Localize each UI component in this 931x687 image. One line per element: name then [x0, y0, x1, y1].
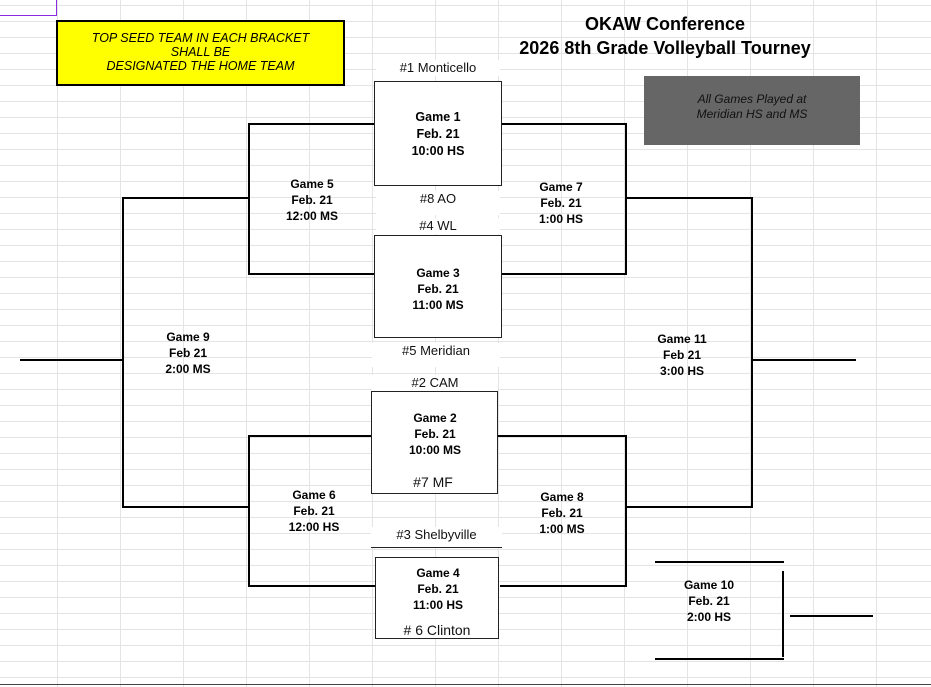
bracket-line	[790, 615, 873, 617]
bracket-line	[655, 561, 784, 563]
seed-meridian: #5 Meridian	[372, 343, 500, 367]
game-date: Feb. 21	[417, 282, 459, 296]
bracket-line	[122, 197, 124, 508]
home-team-notice: TOP SEED TEAM IN EACH BRACKET SHALL BE D…	[56, 20, 345, 86]
game-date: Feb 21	[662, 348, 701, 362]
bracket-line	[751, 359, 856, 361]
game-6-label: Game 6 Feb. 21 12:00 HS	[264, 487, 364, 535]
bracket-line	[248, 585, 375, 587]
bracket-line	[122, 197, 249, 199]
seed-mf: #7 MF	[373, 474, 493, 490]
bracket-line	[625, 197, 753, 199]
bracket-line	[248, 123, 250, 275]
notice-line-1: TOP SEED TEAM IN EACH BRACKET	[91, 31, 310, 45]
game-4-label: Game 4 Feb. 21 11:00 HS	[380, 565, 496, 613]
game-10-label: Game 10 Feb. 21 2:00 HS	[659, 577, 759, 625]
bracket-line	[248, 435, 373, 437]
title-line-1: OKAW Conference	[584, 14, 746, 34]
seed-wl: #4 WL	[376, 218, 500, 234]
bracket-line	[248, 123, 375, 125]
bracket-line	[500, 123, 627, 125]
game-name: Game 4	[416, 566, 460, 580]
bracket-line	[782, 571, 784, 657]
game-5-label: Game 5 Feb. 21 12:00 MS	[262, 176, 362, 224]
game-time: 10:00 HS	[411, 144, 465, 158]
game-name: Game 7	[539, 180, 583, 194]
tournament-title: OKAW Conference 2026 8th Grade Volleybal…	[505, 12, 825, 60]
seed-shelbyville: #3 Shelbyville	[371, 527, 502, 548]
game-time: 10:00 MS	[408, 443, 462, 457]
seed-clinton: # 6 Clinton	[403, 622, 471, 638]
notice-line-3: DESIGNATED THE HOME TEAM	[106, 59, 295, 73]
game-date: Feb. 21	[540, 196, 582, 210]
game-name: Game 1	[415, 110, 461, 124]
venue-line-2: Meridian HS and MS	[696, 107, 808, 121]
bracket-line	[248, 435, 250, 587]
bracket-line	[625, 435, 627, 587]
game-date: Feb. 21	[541, 506, 583, 520]
game-time: 1:00 MS	[539, 522, 585, 536]
game-2-label: Game 2 Feb. 21 10:00 MS	[377, 410, 493, 458]
game-name: Game 5	[290, 177, 334, 191]
bracket-line	[500, 273, 627, 275]
game-3-label: Game 3 Feb. 21 11:00 MS	[380, 265, 496, 313]
game-name: Game 6	[292, 488, 336, 502]
game-time: 11:00 HS	[412, 598, 464, 612]
bracket-line	[20, 359, 124, 361]
bracket-line	[248, 273, 375, 275]
sheet-bottom-border	[0, 684, 931, 685]
game-name: Game 2	[413, 411, 457, 425]
game-name: Game 8	[540, 490, 584, 504]
bracket-line	[500, 585, 627, 587]
notice-line-2: SHALL BE	[170, 45, 231, 59]
game-date: Feb. 21	[293, 504, 335, 518]
game-name: Game 11	[657, 332, 707, 346]
seed-ao: #8 AO	[376, 191, 500, 215]
game-name: Game 3	[416, 266, 460, 280]
title-line-2: 2026 8th Grade Volleyball Tourney	[519, 38, 811, 58]
game-date: Feb 21	[168, 346, 207, 360]
selected-cell[interactable]	[0, 0, 57, 16]
game-time: 2:00 MS	[165, 362, 211, 376]
game-1-box	[374, 81, 502, 186]
game-time: 12:00 MS	[285, 209, 339, 223]
game-8-label: Game 8 Feb. 21 1:00 MS	[512, 489, 612, 537]
game-name: Game 9	[166, 330, 210, 344]
bracket-line	[122, 506, 249, 508]
game-date: Feb. 21	[414, 427, 456, 441]
game-time: 3:00 HS	[659, 364, 705, 378]
bracket-line	[751, 197, 753, 508]
game-3-box	[374, 235, 502, 338]
seed-cam: #2 CAM	[372, 375, 498, 391]
game-date: Feb. 21	[291, 193, 333, 207]
seed-monticello: #1 Monticello	[376, 60, 500, 76]
game-date: Feb. 21	[417, 582, 459, 596]
game-date: Feb. 21	[416, 127, 460, 141]
game-7-label: Game 7 Feb. 21 1:00 HS	[511, 179, 611, 227]
game-4-box	[375, 557, 499, 639]
game-name: Game 10	[683, 578, 735, 592]
bracket-line	[625, 506, 753, 508]
game-date: Feb. 21	[688, 594, 730, 608]
bracket-line	[625, 123, 627, 275]
game-time: 12:00 HS	[288, 520, 340, 534]
game-time: 11:00 MS	[412, 298, 464, 312]
bracket-line	[655, 658, 784, 660]
game-11-label: Game 11 Feb 21 3:00 HS	[632, 331, 732, 379]
bracket-line	[498, 435, 627, 437]
game-9-label: Game 9 Feb 21 2:00 MS	[138, 329, 238, 377]
game-time: 2:00 HS	[686, 610, 732, 624]
venue-line-1: All Games Played at	[697, 92, 807, 106]
venue-note: All Games Played at Meridian HS and MS	[644, 76, 860, 145]
game-time: 1:00 HS	[538, 212, 584, 226]
game-1-label: Game 1 Feb. 21 10:00 HS	[380, 109, 496, 160]
